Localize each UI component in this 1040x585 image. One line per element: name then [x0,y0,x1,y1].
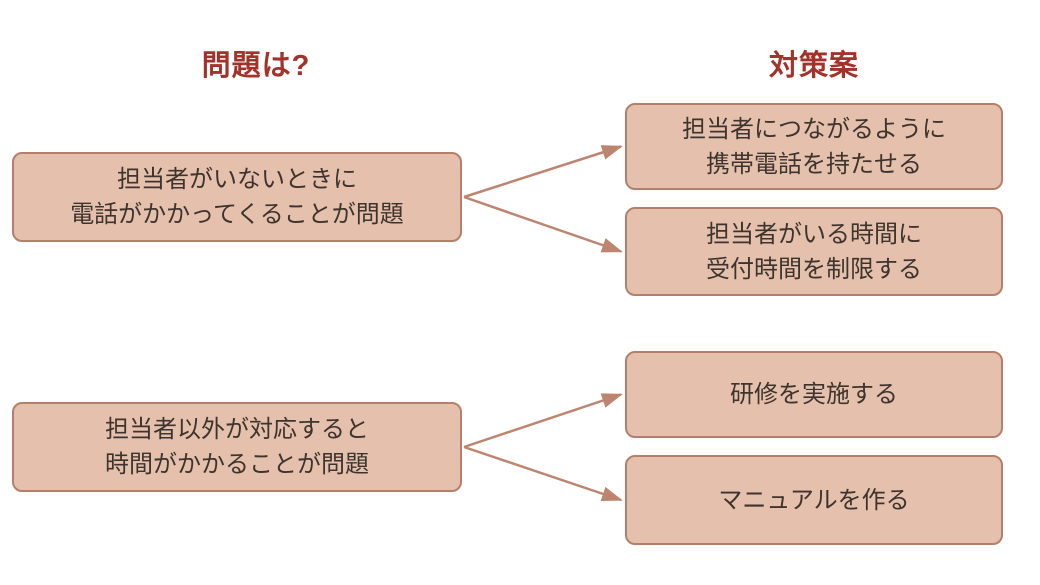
problem-box-text-line: 時間がかかることが問題 [105,451,369,478]
column-header-solution: 対策案 [768,50,859,82]
solution-box-text-line: 担当者がいる時間に [706,220,922,248]
connector-arrow [463,145,623,199]
solution-box-text-line: 研修を実施する [730,381,898,408]
connector-arrow [463,393,623,449]
problem-box-text-line: 担当者がいないときに [117,166,357,193]
solution-box-text-line: 携帯電話を持たせる [706,150,922,178]
solution-box: 研修を実施する [625,351,1003,438]
problem-box-text-line: 担当者以外が対応すると [105,416,369,443]
connector-arrow [463,445,623,502]
problem-box: 担当者がいないときに 電話がかかってくることが問題 [12,152,462,242]
problem-box-text-line: 電話がかかってくることが問題 [70,201,404,228]
column-header-problem: 問題は? [201,50,311,82]
solution-box: 担当者がいる時間に 受付時間を制限する [625,207,1003,296]
solution-box: 担当者につながるように 携帯電話を持たせる [625,103,1003,190]
solution-box-text-line: 担当者につながるように [682,115,946,143]
problem-box: 担当者以外が対応すると 時間がかかることが問題 [12,402,462,492]
solution-box: マニュアルを作る [625,455,1003,545]
solution-box-text-line: 受付時間を制限する [706,255,922,283]
connector-arrow [463,195,623,253]
solution-box-text-line: マニュアルを作る [718,486,910,514]
